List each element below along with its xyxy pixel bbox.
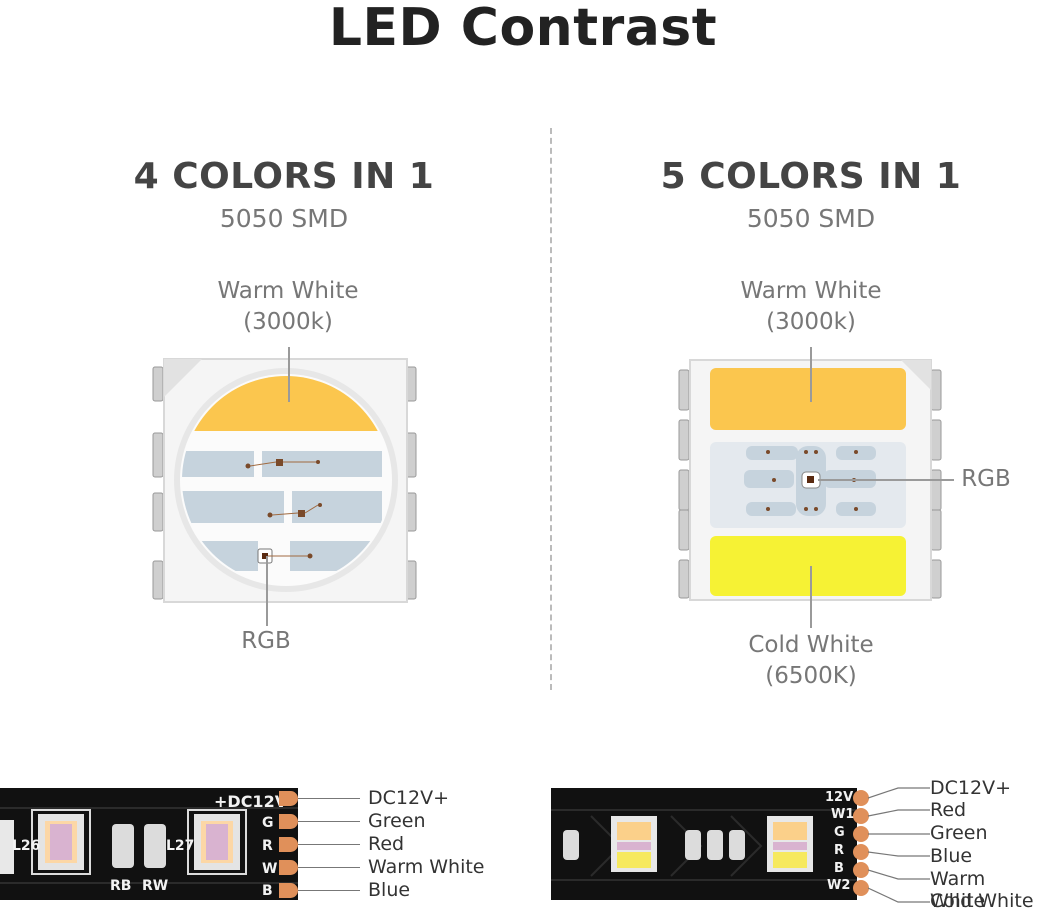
wire-label-warm-white: Warm White [368,856,485,878]
wire-label-warm-white-right: Warm White [930,868,986,912]
silk-pin-w: W [262,861,278,877]
silk-pin-b: B [834,861,844,876]
right-warm-white-label: Warm White (3000k) [740,278,882,335]
led-chip-4in1 [152,358,417,603]
pad-warm-white [279,860,298,875]
left-rgb-label: RGB [241,628,291,654]
wire-label-blue-right: Blue [930,845,973,867]
strip-4in1-graphic [0,807,298,884]
wire-label-cold-white-right: Cold White [930,890,1034,912]
pad-b [853,862,869,878]
right-rgb-label: RGB [961,466,1011,492]
right-heading: 5 COLORS IN 1 [660,156,962,197]
pad-r [853,844,869,860]
silk-led-label-1: L26 [12,838,41,854]
page-title: LED Contrast [328,0,718,58]
strip-5in1-wires [868,787,930,903]
left-rgb-leader [266,556,268,626]
silk-pin-g: G [834,825,845,840]
section-divider [550,128,552,690]
wire-label-green: Green [368,810,426,832]
wire-label-blue: Blue [368,879,411,901]
pad-red [279,837,298,852]
silk-resistor-rw: RW [142,878,169,894]
right-rgb-leader [818,479,954,481]
wire-line-1 [298,798,360,799]
silk-pin-r: R [262,838,273,854]
wire-line-3 [298,844,360,845]
silk-pin-g: G [262,815,274,831]
wire-label-dc12v-right: DC12V+ [930,777,1011,799]
led-strip-5in1: 12V W1 G R B W2 [551,788,869,900]
pad-w2 [853,880,869,896]
silk-pin-w2: W2 [827,878,851,893]
wire-label-red: Red [368,833,405,855]
strip-5in1-graphic [551,809,857,881]
pad-12v [853,790,869,806]
silk-power: +DC12V [214,792,288,811]
silk-pin-r: R [834,843,845,858]
silk-resistor-rb: RB [110,878,132,894]
wire-label-green-right: Green [930,822,988,844]
left-heading: 4 COLORS IN 1 [133,156,435,197]
wire-line-4 [298,867,360,868]
wire-label-dc12v: DC12V+ [368,787,449,809]
led-strip-4in1: L26 L27 RB RW +DC12V G R W B [0,788,298,900]
right-warm-leader [810,347,812,402]
wire-line-5 [298,890,360,891]
pad-dc12v [279,791,298,806]
right-subheading: 5050 SMD [746,204,876,233]
pad-blue [279,883,298,898]
wire-label-red-right: Red [930,799,967,821]
left-warm-leader [288,347,290,402]
wire-line-2 [298,821,360,822]
silk-pin-b: B [262,883,273,899]
pad-g [853,826,869,842]
silk-pin-12v: 12V [825,790,854,805]
silk-led-label-2: L27 [166,838,195,854]
pad-w1 [853,808,869,824]
left-warm-white-label: Warm White (3000k) [217,278,359,335]
right-cold-white-label: Cold White (6500K) [748,632,874,689]
left-subheading: 5050 SMD [219,204,349,233]
pad-green [279,814,298,829]
right-cold-leader [810,566,812,628]
silk-pin-w1: W1 [831,807,855,822]
